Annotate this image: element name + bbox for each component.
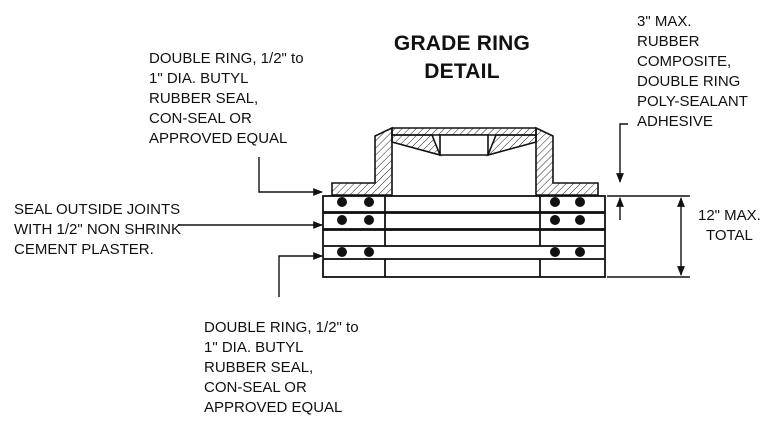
note-line: DOUBLE RING, 1/2" to [149,50,304,67]
note-line: 1" DIA. BUTYL [149,70,249,87]
leader-lines [178,123,690,297]
seal-rings [337,197,585,257]
bottom-seal-note: DOUBLE RING, 1/2" to 1" DIA. BUTYL RUBBE… [204,318,359,418]
total-height-note: 12" MAX. TOTAL [698,206,761,246]
note-line: COMPOSITE, [637,53,732,70]
note-line: SEAL OUTSIDE JOINTS [14,201,181,218]
note-line: 3" MAX. [637,13,692,30]
composite-sealant-note: 3" MAX. RUBBER COMPOSITE, DOUBLE RING PO… [637,12,748,132]
note-line: RUBBER SEAL, [204,359,314,376]
outside-joints-note: SEAL OUTSIDE JOINTS WITH 1/2" NON SHRINK… [14,200,181,260]
manhole-frame [331,126,599,196]
drawing-title: GRADE RING DETAIL [372,30,552,86]
note-line: CON-SEAL OR [149,110,252,127]
note-line: RUBBER [637,33,700,50]
note-line: WITH 1/2" NON SHRINK [14,221,182,238]
note-line: 1" DIA. BUTYL [204,339,304,356]
drawing-title-line2: DETAIL [424,60,500,83]
note-line: 12" MAX. [698,207,761,224]
note-line: CON-SEAL OR [204,379,307,396]
note-line: DOUBLE RING [637,73,741,90]
note-line: CEMENT PLASTER. [14,241,154,258]
grade-ring-stack [322,195,606,278]
drawing-title-line1: GRADE RING [393,32,531,55]
note-line: DOUBLE RING, 1/2" to [204,319,359,336]
note-line: ADHESIVE [637,113,713,130]
top-seal-note: DOUBLE RING, 1/2" to 1" DIA. BUTYL RUBBE… [149,49,304,149]
note-line: RUBBER SEAL, [149,90,259,107]
note-line: APPROVED EQUAL [149,130,288,147]
note-line: TOTAL [705,227,753,244]
note-line: APPROVED EQUAL [204,399,343,416]
note-line: POLY-SEALANT [637,93,748,110]
